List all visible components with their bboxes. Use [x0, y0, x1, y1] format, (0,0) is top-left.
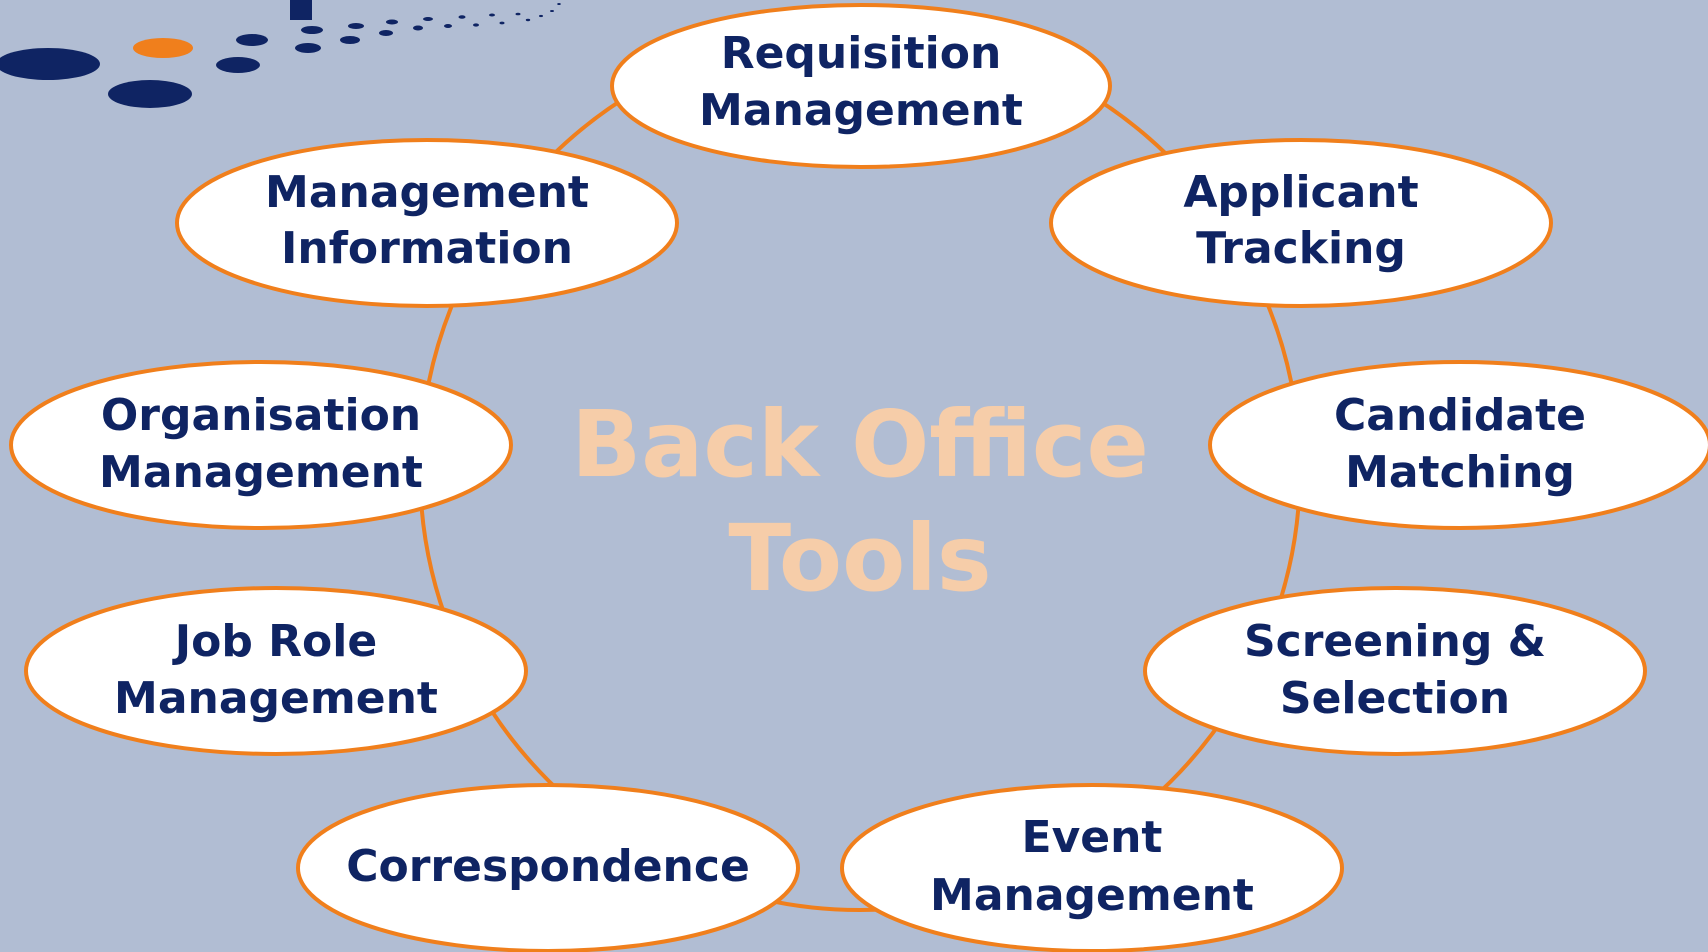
node-ellipse	[840, 783, 1344, 952]
logo-dot	[539, 14, 543, 18]
node-ellipse	[175, 138, 679, 308]
logo-dot	[295, 43, 321, 53]
logo-dot	[489, 13, 495, 17]
node-job-role-management: Job Role Management	[24, 586, 528, 756]
node-label-line-2: Tracking	[1196, 223, 1406, 274]
node-label-line-1: Applicant	[1183, 167, 1418, 218]
node-label-line-1: Candidate	[1334, 390, 1586, 441]
node-ellipse	[610, 3, 1112, 169]
node-requisition-management: Requisition Management	[610, 3, 1112, 169]
center-title-line-1: Back Office	[571, 391, 1149, 498]
node-label-line-2: Matching	[1345, 447, 1575, 498]
node-ellipse	[296, 783, 800, 952]
logo-dot	[550, 10, 554, 12]
logo-dot	[236, 34, 268, 46]
node-ellipse	[1049, 138, 1553, 308]
node-ellipse	[24, 586, 528, 756]
node-label-line-2: Management	[114, 673, 438, 724]
node-ellipse	[1208, 360, 1708, 530]
logo-dots-graphic	[0, 0, 561, 108]
node-management-information: Management Information	[175, 138, 679, 308]
node-label-line-1: Organisation	[101, 390, 421, 441]
node-label-line-2: Information	[281, 223, 573, 274]
logo-dot	[386, 19, 398, 25]
node-event-management: Event Management	[840, 783, 1344, 952]
logo-bar	[290, 0, 312, 20]
node-label-line-1: Event	[1022, 812, 1163, 863]
logo-dot	[525, 18, 531, 22]
node-correspondence: Correspondence	[296, 783, 800, 952]
logo-dot	[557, 3, 561, 5]
logo-dot	[413, 25, 423, 31]
node-ellipse	[9, 360, 513, 530]
logo-dot	[108, 80, 192, 108]
node-label-line-1: Screening &	[1244, 616, 1546, 667]
node-screening-selection: Screening & Selection	[1143, 586, 1647, 756]
node-label-line-2: Management	[99, 447, 423, 498]
logo-dot	[458, 15, 466, 19]
logo-dot	[515, 12, 521, 16]
logo-dot	[348, 23, 364, 29]
center-title-line-2: Tools	[728, 505, 991, 612]
node-label-line-1: Requisition	[721, 28, 1002, 79]
logo-dot	[444, 24, 452, 28]
node-ellipse	[1143, 586, 1647, 756]
logo-dot	[379, 30, 393, 36]
logo-dot	[473, 23, 479, 27]
node-candidate-matching: Candidate Matching	[1208, 360, 1708, 530]
node-label-line-1: Management	[265, 167, 589, 218]
logo-dot	[340, 36, 360, 44]
logo-dot	[499, 21, 505, 25]
node-organisation-management: Organisation Management	[9, 360, 513, 530]
node-label-line-2: Management	[699, 85, 1023, 136]
logo-dot-orange	[133, 38, 193, 58]
logo-dot	[0, 48, 100, 80]
logo-dot	[423, 17, 433, 21]
center-title: Back Office Tools	[571, 391, 1149, 612]
node-label-line-2: Selection	[1280, 673, 1510, 724]
node-label-line-1: Job Role	[172, 616, 377, 667]
logo-dot	[301, 26, 323, 34]
node-label-line-2: Management	[930, 870, 1254, 921]
node-applicant-tracking: Applicant Tracking	[1049, 138, 1553, 308]
node-label-line-1: Correspondence	[346, 841, 750, 892]
logo-dot	[216, 57, 260, 73]
